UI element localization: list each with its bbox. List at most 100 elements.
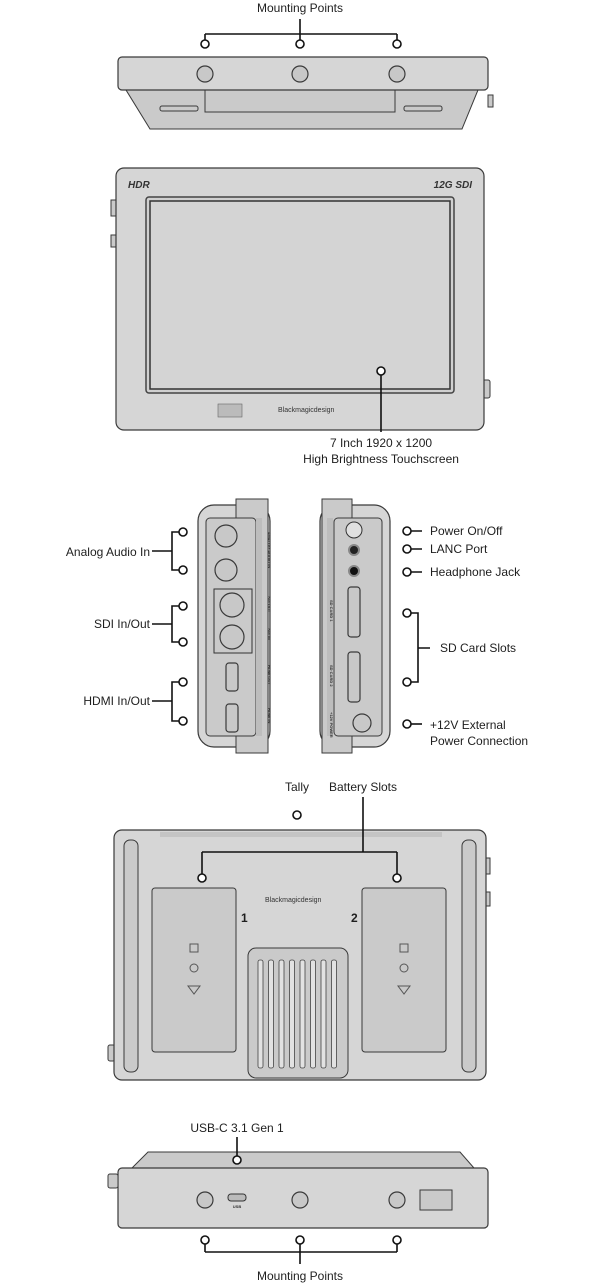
label-lanc: LANC Port (430, 542, 488, 556)
marking-hdmi-in: HDMI IN (267, 708, 272, 723)
marking-sd1: SD CARD 1 (329, 600, 334, 622)
callout-dot (402, 677, 412, 687)
side-rail (123, 839, 139, 1073)
callout-dot (197, 873, 207, 883)
callout-bracket (204, 19, 398, 40)
sd-card-slot-1 (347, 586, 361, 638)
top-view: Mounting Points (117, 1, 494, 130)
battery-callout-bracket (201, 797, 398, 874)
battery-slot-2-number: 2 (351, 911, 358, 925)
screen-label-line2: High Brightness Touchscreen (303, 452, 459, 466)
hdmi-in-port (225, 703, 239, 733)
label-ext-power-1: +12V External (430, 718, 506, 732)
usb-marking: USB (233, 1204, 242, 1209)
marking-sdi-out: SDI OUT (267, 596, 272, 613)
sdi-group (213, 588, 253, 654)
callout-dot (178, 637, 188, 647)
callout-dot (402, 719, 412, 729)
callout-dot (178, 565, 188, 575)
power-button (345, 521, 363, 539)
right-side-view: SD CARD 1 SD CARD 2 +12V POWER Power On/… (319, 498, 528, 754)
brand-logo: Blackmagicdesign (278, 407, 335, 414)
mounting-point (291, 1191, 309, 1209)
label-ext-power-2: Power Connection (430, 734, 528, 748)
label-analog-audio-in: Analog Audio In (66, 545, 150, 559)
label-tally: Tally (285, 780, 309, 794)
battery-slot-1 (151, 887, 237, 1053)
callout-dot (178, 677, 188, 687)
power-connector (352, 713, 372, 733)
label-headphone: Headphone Jack (430, 565, 521, 579)
fan-slat (289, 959, 295, 1069)
callout-bracket (204, 1244, 398, 1264)
bracket-analog (152, 531, 179, 571)
label-sd-card-slots: SD Card Slots (440, 641, 516, 655)
callout-dot (402, 567, 412, 577)
touchscreen[interactable] (149, 200, 451, 390)
callout-dot (376, 366, 386, 376)
bracket-hdmi (152, 681, 179, 722)
label-hdmi-in-out: HDMI In/Out (83, 694, 150, 708)
xlr-input-1 (214, 524, 238, 548)
grille (204, 89, 396, 113)
battery-slot-2 (361, 887, 447, 1053)
sd-card-slot-2 (347, 651, 361, 703)
side-knob (107, 1173, 119, 1189)
vent-top (160, 832, 442, 837)
label-sdi-in-out: SDI In/Out (94, 617, 151, 631)
mounting-points-label-top: Mounting Points (257, 1, 343, 15)
callout-dot (295, 1235, 305, 1245)
fan-slat (331, 959, 337, 1069)
screen-label-line1: 7 Inch 1920 x 1200 (330, 436, 432, 450)
callout-dot (392, 873, 402, 883)
label-usb-c: USB-C 3.1 Gen 1 (190, 1121, 284, 1135)
callout-dot (200, 1235, 210, 1245)
front-view: HDR 12G SDI Blackmagicdesign 7 Inch 1920… (110, 167, 491, 466)
mounting-point (196, 1191, 214, 1209)
fan-slat (268, 959, 274, 1069)
callout-dot (232, 1155, 242, 1165)
mounting-point (196, 65, 214, 83)
bottom-view: USB-C 3.1 Gen 1 USB Mounting Points (107, 1121, 489, 1283)
label-power: Power On/Off (430, 524, 503, 538)
fan-slat (278, 959, 285, 1069)
side-button (487, 94, 494, 108)
vent-strip (327, 518, 333, 736)
bracket-sd (411, 612, 430, 683)
hdr-logo: HDR (128, 180, 150, 191)
callout-dot (200, 39, 210, 49)
device-stand-bottom (130, 1151, 476, 1169)
bracket-sdi (152, 605, 179, 643)
sdi-in-connector (219, 624, 245, 650)
side-rail (461, 839, 477, 1073)
left-side-view: ANALOG AUDIO IN SDI OUT SDI IN HDMI OUT … (66, 498, 272, 754)
lanc-port (348, 544, 360, 556)
sdi-out-connector (219, 592, 245, 618)
headphone-jack (348, 565, 360, 577)
label-plate (419, 1189, 453, 1211)
mounting-point (291, 65, 309, 83)
callout-dot (402, 608, 412, 618)
mounting-points-label-bottom: Mounting Points (257, 1269, 343, 1283)
fan-slats (257, 959, 337, 1069)
marking-sdi-in: SDI IN (267, 628, 272, 640)
speaker-grille (217, 403, 243, 418)
marking-power: +12V POWER (329, 712, 334, 738)
hdmi-out-port (225, 662, 239, 692)
callout-dot (178, 601, 188, 611)
callout-dot (178, 716, 188, 726)
mounting-point (388, 1191, 406, 1209)
battery-slot-1-number: 1 (241, 911, 248, 925)
callout-dot (392, 39, 402, 49)
mounting-point (388, 65, 406, 83)
back-view: Tally Battery Slots 1 2 Blackmagicdesign (107, 780, 491, 1081)
fan-slat (299, 959, 306, 1069)
brand-logo-back: Blackmagicdesign (265, 897, 322, 904)
12g-sdi-logo: 12G SDI (434, 180, 473, 191)
xlr-input-2 (214, 558, 238, 582)
vent-strip (256, 518, 262, 736)
marking-hdmi-out: HDMI OUT (267, 665, 272, 685)
marking-sd2: SD CARD 2 (329, 665, 334, 687)
fan-slat (310, 959, 316, 1069)
